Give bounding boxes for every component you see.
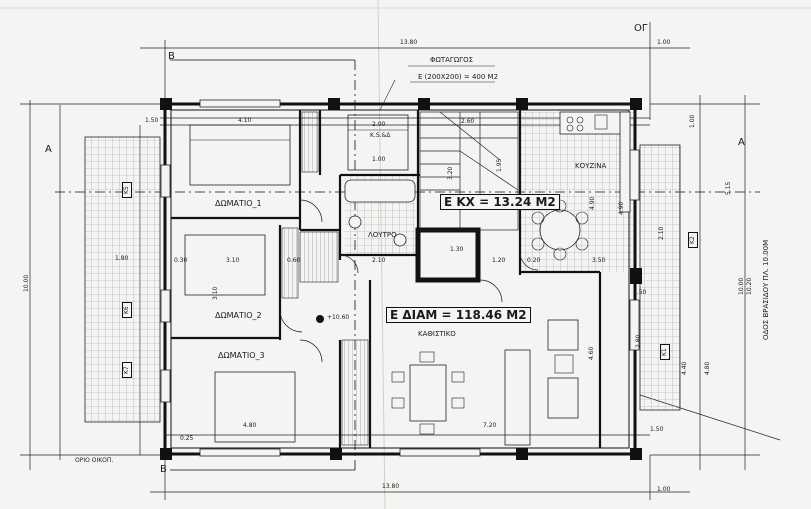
bottom-dimension-line [150,434,690,500]
dim-living-w: 7.20 [483,422,497,429]
dim-060: 0.60 [287,257,301,264]
photagogos-area: E (200X200) = 400 M2 [418,73,499,81]
dim-050: 0.50 [633,289,647,296]
staircase [419,111,519,231]
dim-right-total: 10.00 [738,277,745,295]
dim-480: 4.80 [704,361,711,375]
dim-210b: 2.10 [658,226,665,240]
leader-line [379,79,396,111]
dim-130: 1.30 [450,246,464,253]
level-marker [316,315,324,323]
bed-room3 [214,371,296,443]
dim-living-h: 4.60 [588,346,595,360]
living-label: ΚΑΘΙΣΤΙΚΟ [418,330,456,338]
window-tag-k2: Κ2 [688,232,698,248]
wardrobe [281,227,299,299]
dim-room3-w: 4.80 [243,422,257,429]
window-tag-k7: Κ7 [122,362,132,378]
left-balcony [84,136,161,423]
interior-walls [171,110,602,448]
window-tag-k5: Κ5 [122,182,132,198]
dim-440: 4.40 [681,361,688,375]
kitchen-label: ΚΟΥΖΙΝΑ [575,162,607,170]
corridor-steps [341,339,369,446]
wardrobe [301,111,319,173]
dim-top-total: 13.80 [400,39,418,46]
doors [279,199,539,363]
dim-bottom-total: 13.80 [382,483,400,490]
dim-100: 1.00 [372,156,386,163]
coffee-table [554,354,574,374]
bidet [393,233,407,247]
armchair [547,377,579,419]
dining-table [409,364,447,422]
dim-100-right: 1.00 [689,114,696,128]
dim-top-right: 1.00 [657,39,671,46]
bed-room1 [189,124,291,186]
dim-515: 5.15 [725,181,732,195]
room2-label: ΔΩΜΑΤΙΟ_2 [215,311,262,320]
dim-320: 3.20 [447,166,454,180]
dim-balc-right: 1.50 [650,426,664,433]
dim-350: 3.50 [592,257,606,264]
bathtub [344,179,416,203]
dim-room2-w: 3.10 [226,257,240,264]
dim-stair-w: 2.60 [461,118,475,125]
dim-020: 0.20 [527,257,541,264]
kitchen-floor [520,112,635,272]
neighbor-label: ΟΡΙΟ ΟΙΚΟΠ. [75,457,114,464]
dim-1020: 10.20 [746,277,753,295]
window-tag-k6: Κ6 [122,302,132,318]
dim-kitchen-h: 4.90 [618,201,625,215]
dim-balc-left: 1.80 [115,255,129,262]
dim-120: 1.20 [492,257,506,264]
right-balcony [639,144,681,411]
section-a-left: A [45,144,52,155]
floor-area-label: Ε ΔΙΑΜ = 118.46 Μ2 [386,307,531,323]
ksd-shaft [347,114,409,171]
bath-label: ΛΟΥΤΡΟ [368,231,397,239]
dim-025: 0.25 [180,435,194,442]
dim-bottom-right: 1.00 [657,486,671,493]
section-b-bottom: B [160,464,167,475]
kitchen-table [539,209,581,251]
dim-195: 1.95 [496,158,503,172]
sofa [504,349,531,446]
dim-310: 3.10 [212,286,219,300]
street-label: ΟΔΟΣ ΒΡΑΣΙΔΟΥ ΠΛ. 10.00Μ [762,239,770,340]
room3-label: ΔΩΜΑΤΙΟ_3 [218,351,265,360]
section-b-top: B [168,51,175,62]
corner-tag: ΟΓ [634,23,648,34]
windows [160,99,640,457]
room1-label: ΔΩΜΑΤΙΟ_1 [215,199,262,208]
ksd-label: Κ.S.&Δ [370,132,391,139]
dim-210: 2.10 [372,257,386,264]
dim-030: 0.30 [174,257,188,264]
dim-150: 1.50 [145,117,159,124]
dim-200: 2.00 [372,121,386,128]
toilet [348,215,362,229]
dim-room1-w: 4.10 [238,117,252,124]
dim-280: 2.80 [635,334,642,348]
section-a-right: A [738,137,745,148]
exterior-walls-inner [170,109,630,449]
window-tag-k1: Κ1 [660,344,670,360]
corridor-steps [299,231,339,283]
dim-490: 4.90 [589,196,596,210]
kitchen-counter-side [619,111,631,213]
bed-room2 [184,234,266,296]
armchair [547,319,579,351]
stair-area-label: Ε ΚΧ = 13.24 Μ2 [440,194,560,210]
photagogos-label: ΦΩΤΑΓΩΓΟΣ [430,56,474,64]
level-label: +10.60 [327,314,350,321]
dim-left-total: 10.00 [23,274,30,292]
